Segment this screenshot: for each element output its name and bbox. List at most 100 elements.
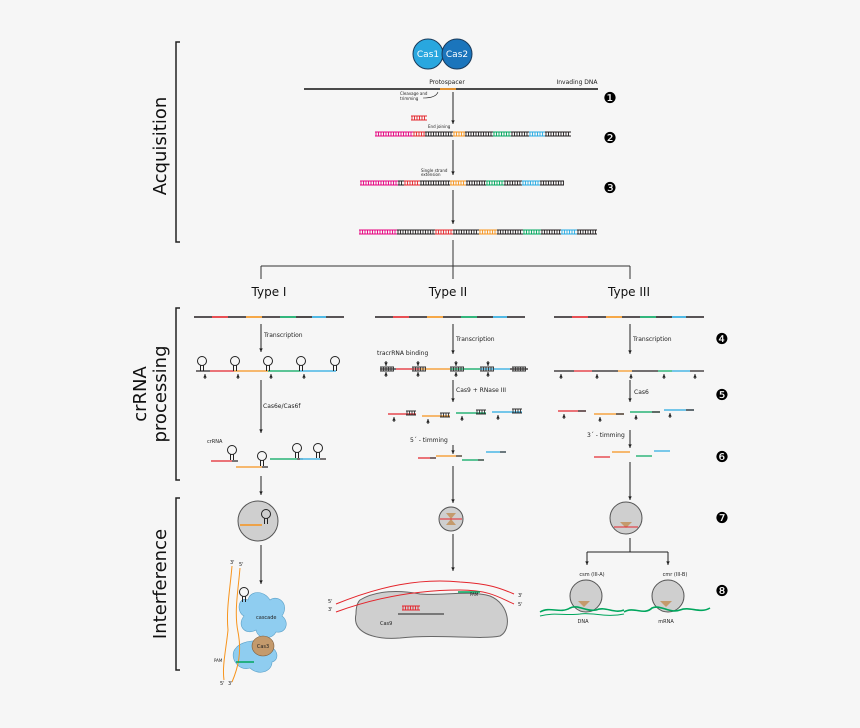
cleavage-site-arrow <box>269 374 273 379</box>
cas2-label: Cas2 <box>446 50 468 60</box>
cascade-protein <box>232 592 287 673</box>
crrna-hairpin <box>292 443 302 458</box>
step-5: ❺ <box>715 386 728 404</box>
csm-motif <box>578 601 590 607</box>
tracrrna-binding-label: tracrRNA binding <box>377 350 428 357</box>
cleavage-site-arrow <box>668 413 672 418</box>
cas9-guide-motif <box>446 513 456 519</box>
acquisition-arrow-2 <box>451 140 455 175</box>
target-dna-strand-2 <box>231 567 241 683</box>
type-ii-cas9-arrow <box>451 380 455 402</box>
invading-dna-label: Invading DNA <box>556 79 598 86</box>
tracrrna-duplex <box>380 366 394 372</box>
cmr-mrna-target <box>623 606 711 613</box>
repeat-hairpin <box>263 356 273 371</box>
cmr-complex <box>651 579 685 613</box>
intermediate-tracr <box>476 409 486 415</box>
cascade-crrna-hairpin <box>239 587 249 602</box>
cleavage-site-arrow <box>426 419 430 424</box>
cleavage-site-arrow <box>236 374 240 379</box>
cleavage-site-arrow <box>634 415 638 420</box>
trim3-label: 3´ - timming <box>587 432 625 439</box>
new-spacer-fragment <box>411 115 427 121</box>
loaded-hairpin <box>261 509 271 524</box>
interference-label: Interference <box>150 529 171 639</box>
cleavage-site-arrow <box>693 374 697 379</box>
pam-label-2: PAM <box>470 592 479 597</box>
cmr-arrow <box>666 552 670 565</box>
cleavage-site-arrow <box>454 372 458 377</box>
csm-arrow <box>585 552 589 565</box>
array-segment <box>453 229 479 235</box>
cleavage-site-arrow <box>302 374 306 379</box>
cas9-protein <box>355 591 508 639</box>
acquisition-bracket <box>175 41 180 243</box>
target-dna-bottom <box>335 589 515 613</box>
type-iii-motif <box>620 522 632 528</box>
intermediate-tracr <box>440 412 450 418</box>
mrna-label: mRNA <box>658 619 674 625</box>
array-segment <box>504 180 522 186</box>
transcription-label-1: Transcription <box>263 332 303 339</box>
array-final <box>359 229 597 235</box>
array-segment <box>522 180 540 186</box>
csm-complex <box>569 579 603 613</box>
target-dna-strand-1 <box>223 565 233 681</box>
end-5-left-2: 5' <box>328 599 333 605</box>
repeat-hairpin <box>296 356 306 371</box>
csm-dna-target-2 <box>539 613 625 617</box>
array-segment <box>413 131 425 137</box>
array-segment <box>375 131 413 137</box>
rnase-cut-arrow <box>416 361 420 366</box>
array-segment <box>404 180 420 186</box>
type-iii-label: Type III <box>607 285 650 299</box>
type-iii-trim-arrow <box>628 430 632 448</box>
crrna-hairpin <box>257 451 267 466</box>
repeat-hairpin <box>330 356 340 371</box>
cas9-guide-motif-2 <box>446 519 456 525</box>
rna-dna-hybrid <box>402 605 420 611</box>
array-segment <box>479 229 497 235</box>
cmr-motif <box>660 601 672 607</box>
type-i-cas6-arrow <box>259 380 263 433</box>
cleavage-site-arrow <box>460 416 464 421</box>
crrna-hairpin <box>313 443 323 458</box>
end-3-bottom-1: 3' <box>228 681 233 687</box>
crrna-small-label: crRNA <box>207 439 223 445</box>
cas6-label: Cas6 <box>634 389 649 396</box>
type-branch <box>260 240 631 279</box>
acquisition-arrows <box>451 92 455 224</box>
type-ii-label: Type II <box>428 285 467 299</box>
type-ii-trim-arrow <box>451 445 455 454</box>
type-i-label: Type I <box>251 285 287 299</box>
type-i-pre-crrna <box>196 356 340 379</box>
array-segment <box>465 131 493 137</box>
step-2: ❷ <box>603 129 616 147</box>
cas1-protein: Cas1 <box>412 38 444 70</box>
array-segment <box>529 131 545 137</box>
step-1: ❶ <box>603 89 616 107</box>
type-ii-cas9-complex <box>438 506 464 532</box>
target-dna-top <box>335 580 515 605</box>
cleavage-site-arrow <box>629 374 633 379</box>
cleavage-arrow <box>422 91 439 99</box>
array-segment <box>425 131 453 137</box>
type-i-crrnas <box>211 443 326 468</box>
cleavage-site-arrow <box>662 374 666 379</box>
acquisition-arrow-3 <box>451 190 455 224</box>
cleavage-label-2: trimming <box>400 96 419 101</box>
array-step-3 <box>360 180 564 186</box>
type-i-target-arrow <box>259 545 263 584</box>
step-3: ❸ <box>603 179 616 197</box>
array-segment <box>450 180 466 186</box>
end-3-right-2: 3' <box>518 593 523 599</box>
repeat-hairpin <box>230 356 240 371</box>
interference-bracket <box>175 497 180 671</box>
cas6e-cas6f-label: Cas6e/Cas6f <box>263 403 301 410</box>
transcription-label-3: Transcription <box>632 336 672 343</box>
cascade-label: cascade <box>256 615 276 621</box>
cas3-label: Cas3 <box>257 644 269 650</box>
end-5-top-1: 5' <box>239 562 244 568</box>
array-segment <box>435 229 453 235</box>
